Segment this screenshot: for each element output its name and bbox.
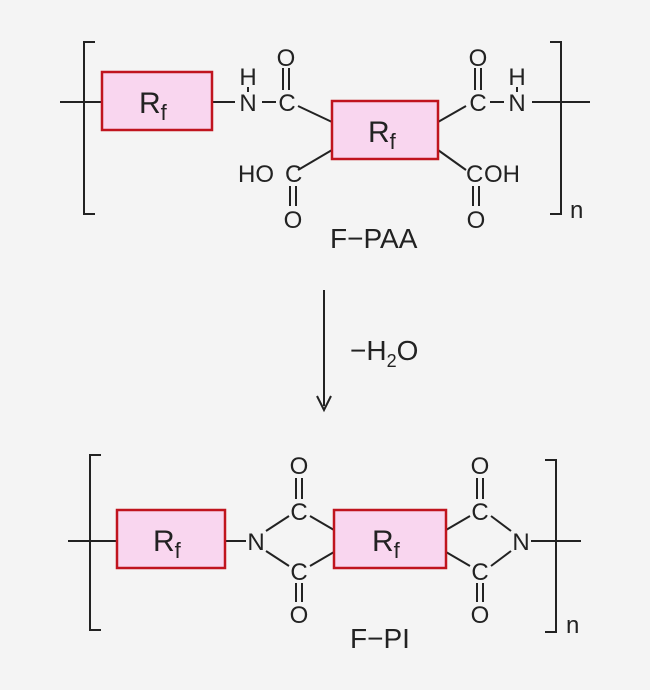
fpi-atom-o-top-right: O bbox=[471, 453, 490, 480]
fpi-atom-o-top-left: O bbox=[290, 453, 309, 480]
fpi-atom-c-bottom-right: C bbox=[471, 559, 488, 586]
fpaa-rf-box-left bbox=[100, 70, 214, 132]
fpi-bond bbox=[309, 515, 335, 531]
fpi-bond bbox=[309, 551, 335, 567]
fpi-bond bbox=[265, 515, 290, 532]
fpi-rf-label-left: Rf bbox=[153, 525, 182, 563]
reaction-arrow: −H2O bbox=[316, 290, 418, 413]
fpi-bracket-right bbox=[545, 459, 557, 633]
fpaa-rf-label-left: Rf bbox=[139, 87, 168, 125]
fpaa-rf-label-center: Rf bbox=[368, 116, 397, 154]
fpi-rf-label-center: Rf bbox=[372, 525, 401, 563]
fpaa-label: F−PAA bbox=[330, 223, 418, 254]
fpaa-bracket-left bbox=[83, 41, 95, 215]
fpaa-rf-box-center bbox=[330, 99, 440, 161]
fpi-label: F−PI bbox=[350, 623, 410, 654]
fpi-atom-c-top-left: C bbox=[290, 499, 307, 526]
fpaa-atom-o-right: O bbox=[469, 45, 488, 72]
fpaa-atom-c-left: C bbox=[278, 90, 295, 117]
fpaa-atom-n-left: N bbox=[239, 90, 256, 117]
fpi-atom-c-top-right: C bbox=[471, 499, 488, 526]
fpaa-atom-c-lower-left: C bbox=[285, 161, 302, 188]
fpi-bracket-left bbox=[89, 454, 101, 631]
fpaa-bracket-right bbox=[550, 41, 562, 215]
reagent-label: −H2O bbox=[350, 335, 418, 371]
fpaa-atom-o-lower-right: O bbox=[467, 207, 486, 234]
fpi-atom-c-bottom-left: C bbox=[290, 559, 307, 586]
fpaa-atom-h-left: H bbox=[239, 64, 256, 91]
fpi-bond bbox=[490, 550, 512, 567]
fpaa-atom-o-left: O bbox=[277, 45, 296, 72]
fpaa-structure: n Rf Rf H N C O C O H N bbox=[60, 41, 590, 254]
fpaa-atom-ho: HO bbox=[238, 161, 274, 188]
fpi-atom-o-bottom-right: O bbox=[471, 602, 490, 629]
fpaa-atom-oh: OH bbox=[484, 161, 520, 188]
fpi-atom-n-left: N bbox=[247, 529, 264, 556]
fpi-rf-box-left bbox=[115, 508, 227, 570]
fpi-atom-n-right: N bbox=[512, 529, 529, 556]
fpi-structure: n Rf Rf O C N C O O C N C bbox=[68, 453, 581, 654]
fpaa-bond bbox=[297, 149, 333, 171]
fpi-bond bbox=[265, 550, 290, 567]
fpi-bond bbox=[445, 515, 471, 531]
fpaa-atom-o-lower-left: O bbox=[284, 207, 303, 234]
fpaa-atom-h-right: H bbox=[508, 64, 525, 91]
fpaa-bond bbox=[297, 105, 333, 123]
fpi-atom-o-bottom-left: O bbox=[290, 602, 309, 629]
fpi-bond bbox=[490, 515, 512, 532]
fpaa-bond bbox=[437, 149, 467, 171]
fpi-rf-box-center bbox=[332, 508, 448, 570]
fpi-bond bbox=[445, 551, 471, 567]
fpaa-atom-n-right: N bbox=[508, 90, 525, 117]
fpaa-repeat-n: n bbox=[570, 197, 583, 224]
fpi-repeat-n: n bbox=[566, 612, 579, 639]
arrow-head bbox=[316, 395, 332, 413]
fpaa-atom-c-right: C bbox=[469, 90, 486, 117]
fpaa-bond bbox=[437, 105, 467, 123]
fpaa-atom-c-lower-right: C bbox=[466, 161, 483, 188]
